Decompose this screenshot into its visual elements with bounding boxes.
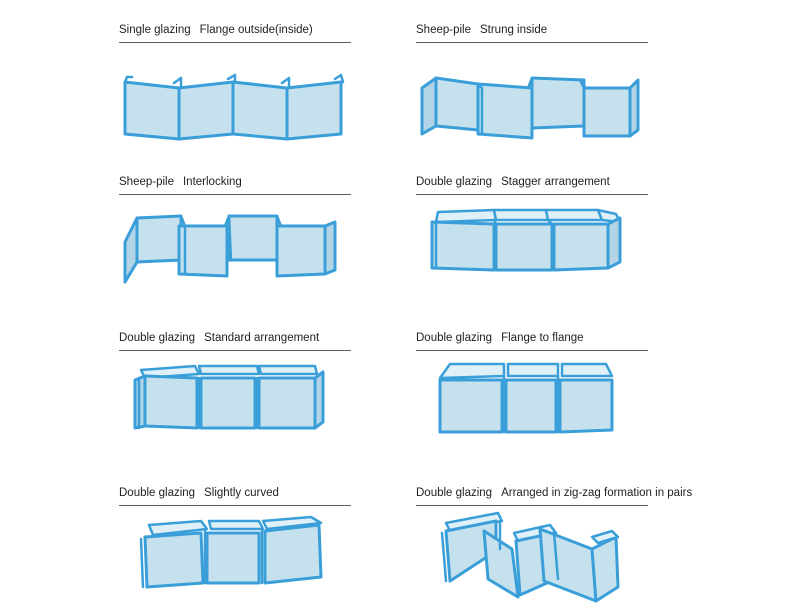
- caption-arrangement: Flange outside(inside): [199, 24, 313, 36]
- double-glazing-standard-illustration: [133, 364, 325, 430]
- panel-sheep-pile-strung-inside: Sheep-pile Strung inside: [416, 22, 648, 140]
- double-glazing-flange-to-flange-illustration: [438, 362, 614, 434]
- panel-double-glazing-slightly-curved: Double glazing Slightly curved: [119, 485, 351, 589]
- panel-double-glazing-flange-to-flange: Double glazing Flange to flange: [416, 330, 648, 434]
- single-glazing-flange-outside-illustration: [123, 73, 345, 141]
- caption-divider: [416, 505, 648, 506]
- caption-arrangement: Arranged in zig-zag formation in pairs: [501, 487, 693, 499]
- panel-caption: Double glazing Flange to flange: [416, 330, 648, 346]
- caption-type: Sheep-pile: [416, 24, 471, 36]
- caption-divider: [119, 350, 351, 351]
- caption-type: Double glazing: [119, 487, 196, 499]
- panel-single-glazing-flange-outside: Single glazing Flange outside(inside): [119, 22, 351, 141]
- caption-divider: [416, 42, 648, 43]
- panel-caption: Double glazing Arranged in zig-zag format…: [416, 485, 692, 501]
- panel-double-glazing-standard: Double glazing Standard arrangement: [119, 330, 351, 430]
- caption-arrangement: Slightly curved: [204, 487, 279, 499]
- panel-sheep-pile-interlocking: Sheep-pile Interlocking: [119, 174, 351, 284]
- double-glazing-stagger-illustration: [430, 208, 622, 272]
- caption-type: Single glazing: [119, 24, 191, 36]
- caption-arrangement: Standard arrangement: [204, 332, 320, 344]
- panel-caption: Double glazing Stagger arrangement: [416, 174, 648, 190]
- panel-caption: Single glazing Flange outside(inside): [119, 22, 351, 38]
- double-glazing-slightly-curved-illustration: [139, 515, 323, 589]
- caption-type: Double glazing: [416, 176, 493, 188]
- caption-type: Double glazing: [416, 487, 493, 499]
- caption-divider: [416, 194, 648, 195]
- panel-caption: Sheep-pile Interlocking: [119, 174, 351, 190]
- caption-arrangement: Interlocking: [182, 176, 242, 188]
- double-glazing-zig-zag-pairs-illustration: [440, 511, 620, 603]
- caption-type: Double glazing: [416, 332, 493, 344]
- caption-arrangement: Strung inside: [479, 24, 548, 36]
- caption-arrangement: Flange to flange: [501, 332, 584, 344]
- sheep-pile-interlocking-illustration: [123, 214, 337, 284]
- sheep-pile-strung-inside-illustration: [420, 76, 640, 140]
- caption-type: Sheep-pile: [119, 176, 174, 188]
- panel-caption: Double glazing Standard arrangement: [119, 330, 351, 346]
- caption-divider: [416, 350, 648, 351]
- caption-arrangement: Stagger arrangement: [501, 176, 610, 188]
- caption-divider: [119, 42, 351, 43]
- panel-double-glazing-stagger: Double glazing Stagger arrangement: [416, 174, 648, 272]
- panel-caption: Sheep-pile Strung inside: [416, 22, 648, 38]
- caption-divider: [119, 505, 351, 506]
- caption-type: Double glazing: [119, 332, 196, 344]
- caption-divider: [119, 194, 351, 195]
- panel-caption: Double glazing Slightly curved: [119, 485, 351, 501]
- panel-double-glazing-zig-zag-pairs: Double glazing Arranged in zig-zag format…: [416, 485, 692, 603]
